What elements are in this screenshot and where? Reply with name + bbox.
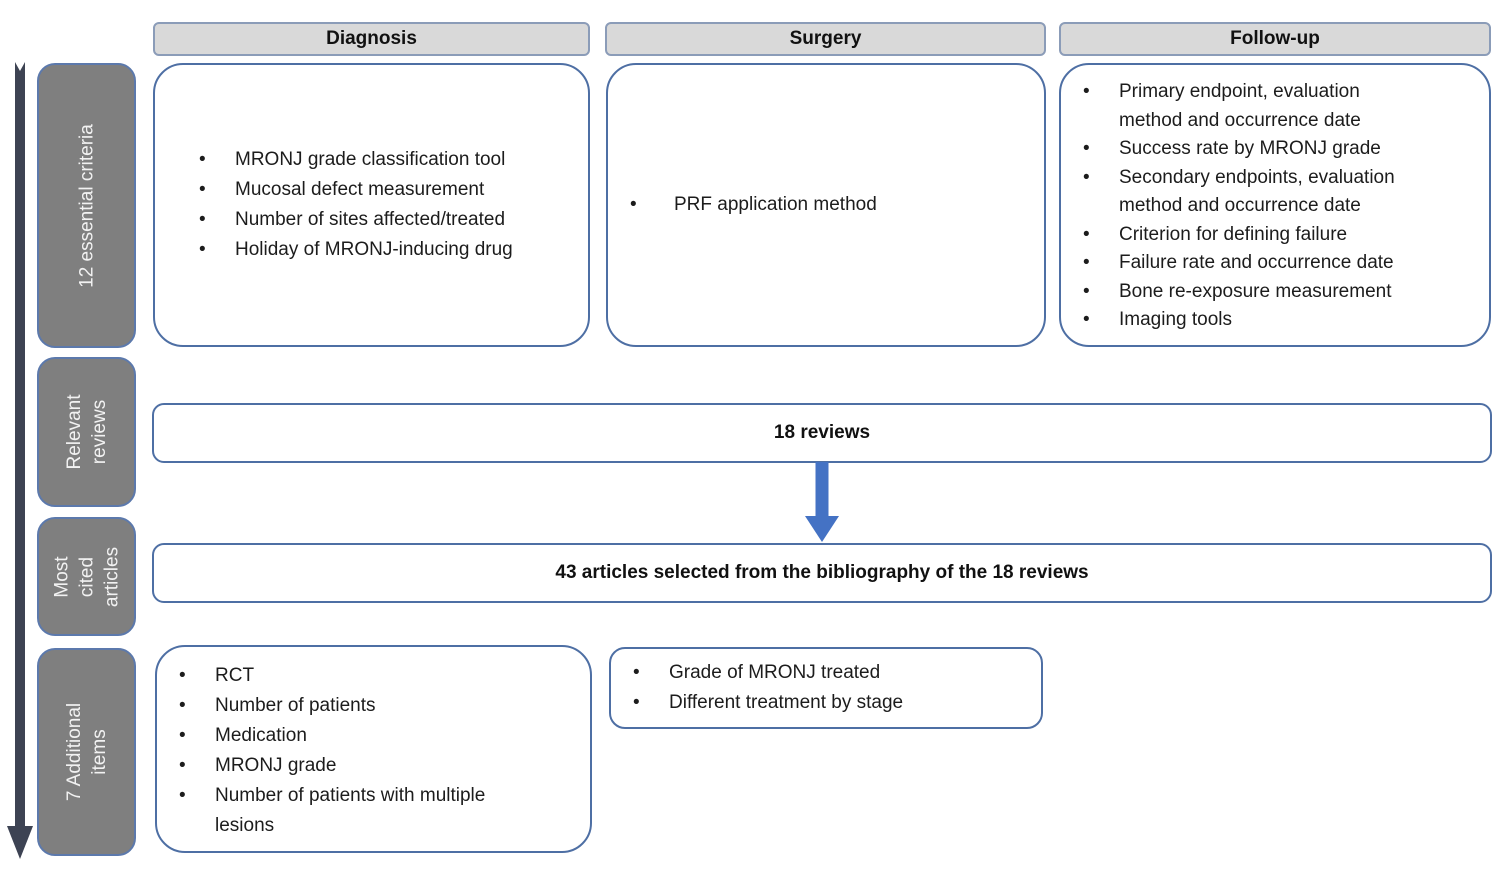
bullet-item: Number of patients with multiple lesions bbox=[157, 781, 590, 841]
bullet-item: MRONJ grade bbox=[157, 751, 590, 781]
column-header-follow-up: Follow-up bbox=[1059, 22, 1491, 56]
bullet-item: RCT bbox=[157, 661, 590, 691]
flow-down-arrow-icon bbox=[800, 462, 844, 544]
row-label-additional-items: 7 Additional items bbox=[37, 648, 136, 856]
articles-selected-text: 43 articles selected from the bibliograp… bbox=[555, 562, 1089, 583]
bullet-item: Holiday of MRONJ-inducing drug bbox=[155, 235, 588, 265]
bullet-item: Medication bbox=[157, 721, 590, 751]
bullet-item: Different treatment by stage bbox=[611, 688, 1041, 718]
bullet-item: Number of patients bbox=[157, 691, 590, 721]
column-header-surgery: Surgery bbox=[605, 22, 1046, 56]
bullet-item: Criterion for defining failure bbox=[1061, 221, 1489, 250]
follow-up-criteria-list: Primary endpoint, evaluation method and … bbox=[1061, 78, 1489, 335]
column-header-text: Diagnosis bbox=[326, 28, 417, 49]
reviews-count-text: 18 reviews bbox=[773, 422, 871, 443]
bullet-item: Imaging tools bbox=[1061, 306, 1489, 335]
timeline-arrow-icon bbox=[3, 56, 37, 864]
articles-selected-box: 43 articles selected from the bibliograp… bbox=[152, 543, 1492, 603]
bullet-item: Secondary endpoints, evaluation method a… bbox=[1061, 164, 1489, 221]
row-label-text: 12 essential criteria bbox=[76, 123, 97, 288]
additional-items-left-list: RCT Number of patients Medication MRONJ … bbox=[157, 661, 590, 841]
bullet-item: Bone re-exposure measurement bbox=[1061, 278, 1489, 307]
surgery-criteria-list: PRF application method bbox=[608, 190, 1044, 220]
bullet-item: Mucosal defect measurement bbox=[155, 175, 588, 205]
column-header-text: Surgery bbox=[789, 28, 862, 49]
follow-up-criteria-box: Primary endpoint, evaluation method and … bbox=[1059, 63, 1491, 347]
bullet-item: MRONJ grade classification tool bbox=[155, 145, 588, 175]
additional-items-left-box: RCT Number of patients Medication MRONJ … bbox=[155, 645, 592, 853]
additional-items-right-box: Grade of MRONJ treated Different treatme… bbox=[609, 647, 1043, 729]
row-label-most-cited-articles: Most cited articles bbox=[37, 517, 136, 636]
bullet-item: Number of sites affected/treated bbox=[155, 205, 588, 235]
row-label-relevant-reviews: Relevant reviews bbox=[37, 357, 136, 507]
bullet-item: Failure rate and occurrence date bbox=[1061, 249, 1489, 278]
bullet-item: Success rate by MRONJ grade bbox=[1061, 135, 1489, 164]
bullet-item: PRF application method bbox=[608, 190, 1044, 220]
row-label-text: 7 Additional items bbox=[63, 702, 110, 802]
bullet-item: Primary endpoint, evaluation method and … bbox=[1061, 78, 1489, 135]
diagnosis-criteria-list: MRONJ grade classification tool Mucosal … bbox=[155, 145, 588, 265]
bullet-item: Grade of MRONJ treated bbox=[611, 658, 1041, 688]
reviews-count-box: 18 reviews bbox=[152, 403, 1492, 463]
column-header-text: Follow-up bbox=[1230, 28, 1320, 49]
surgery-criteria-box: PRF application method bbox=[606, 63, 1046, 347]
column-header-diagnosis: Diagnosis bbox=[153, 22, 590, 56]
row-label-text: Most cited articles bbox=[51, 546, 122, 607]
additional-items-right-list: Grade of MRONJ treated Different treatme… bbox=[611, 658, 1041, 718]
row-label-essential-criteria: 12 essential criteria bbox=[37, 63, 136, 348]
row-label-text: Relevant reviews bbox=[63, 394, 110, 470]
diagnosis-criteria-box: MRONJ grade classification tool Mucosal … bbox=[153, 63, 590, 347]
